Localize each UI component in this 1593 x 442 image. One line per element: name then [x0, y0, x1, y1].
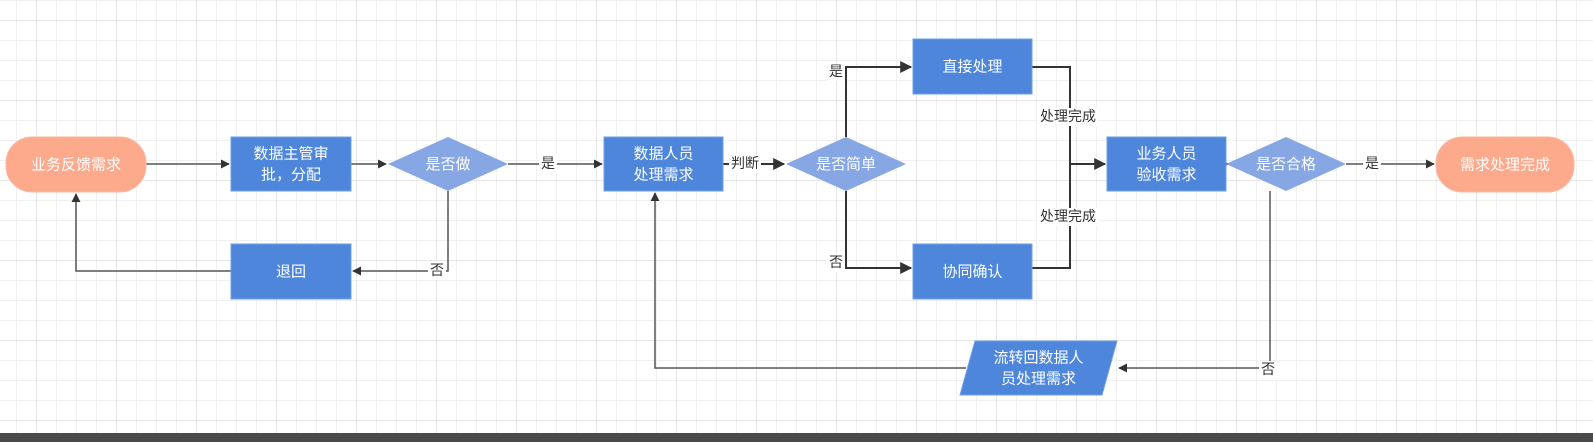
edge-label-background	[1363, 155, 1381, 173]
edge-label-text: 否	[430, 263, 444, 279]
node-shape	[959, 340, 1118, 396]
edge-collab-to-accept[interactable]	[1032, 164, 1071, 269]
edge-return-to-start[interactable]	[71, 193, 231, 272]
edge-decide_pass-to-flowback[interactable]	[1118, 191, 1271, 373]
edge-label-background	[729, 155, 761, 173]
edge-label: 处理完成	[1038, 108, 1098, 126]
node-label: 协同确认	[942, 263, 1002, 281]
node-label: 退回	[276, 263, 306, 281]
edge-label-background	[428, 262, 446, 280]
node-label: 是否合格	[1256, 155, 1316, 173]
node-collab[interactable]: 协同确认	[912, 243, 1033, 300]
edge-label: 是	[827, 63, 845, 81]
node-label: 业务人员	[1136, 145, 1196, 163]
node-label: 是否做	[425, 155, 470, 173]
node-shape	[5, 136, 147, 193]
node-return[interactable]: 退回	[230, 243, 352, 300]
node-label: 处理需求	[633, 166, 693, 184]
node-shape	[912, 38, 1033, 95]
edge-label: 处理完成	[1038, 208, 1098, 226]
node-decide_simple[interactable]: 是否简单	[786, 137, 906, 191]
edge-label-background	[1259, 361, 1277, 379]
edge-label-text: 否	[829, 255, 843, 271]
edge-label: 否	[428, 262, 446, 280]
node-start[interactable]: 业务反馈需求	[5, 136, 147, 193]
node-label: 数据主管审	[253, 145, 328, 163]
edge-label: 是	[1363, 155, 1381, 173]
node-shape	[1435, 136, 1575, 193]
node-shape	[230, 136, 352, 192]
node-shape	[1106, 136, 1227, 192]
node-decide_do[interactable]: 是否做	[388, 137, 508, 191]
edge-decide_do-to-return[interactable]	[352, 191, 449, 276]
node-label: 验收需求	[1136, 166, 1196, 184]
node-direct[interactable]: 直接处理	[912, 38, 1033, 95]
node-shape	[388, 137, 508, 191]
node-shape	[230, 243, 352, 300]
bottom-status-bar	[0, 433, 1593, 442]
node-label: 员处理需求	[1001, 370, 1076, 388]
edge-label-background	[827, 254, 845, 272]
edge-label-background	[827, 63, 845, 81]
edge-label-text: 是	[1365, 156, 1379, 172]
edge-decide_simple-to-direct[interactable]	[845, 61, 913, 137]
edge-decide_simple-to-collab[interactable]	[845, 191, 913, 274]
node-label: 数据人员	[633, 145, 693, 163]
node-shape	[786, 137, 906, 191]
node-shape	[603, 136, 724, 192]
node-label: 是否简单	[816, 155, 876, 173]
diagram-canvas	[0, 0, 1593, 433]
node-shape	[912, 243, 1033, 300]
node-label: 业务反馈需求	[31, 156, 121, 174]
edge-label: 是	[539, 155, 557, 173]
edges-layer	[71, 61, 1435, 373]
edge-label-text: 处理完成	[1040, 109, 1096, 125]
edge-flowback-to-handle[interactable]	[650, 192, 966, 369]
edge-label: 否	[827, 254, 845, 272]
node-label: 需求处理完成	[1460, 156, 1550, 174]
edge-label-background	[539, 155, 557, 173]
node-label: 流转回数据人	[993, 349, 1083, 367]
node-shape	[1226, 137, 1346, 191]
edge-label-text: 是	[541, 156, 555, 172]
edge-label: 判断	[729, 155, 761, 173]
node-label: 批，分配	[261, 166, 321, 184]
edge-label-background	[1038, 208, 1098, 226]
edge-label-text: 处理完成	[1040, 209, 1096, 225]
edge-label-background	[1038, 108, 1098, 126]
edge-label-text: 是	[829, 64, 843, 80]
edge-label-text: 否	[1261, 362, 1275, 378]
node-decide_pass[interactable]: 是否合格	[1226, 137, 1346, 191]
node-label: 直接处理	[942, 58, 1002, 76]
edge-label: 否	[1259, 361, 1277, 379]
edge-label-text: 判断	[731, 156, 759, 172]
node-end[interactable]: 需求处理完成	[1435, 136, 1575, 193]
